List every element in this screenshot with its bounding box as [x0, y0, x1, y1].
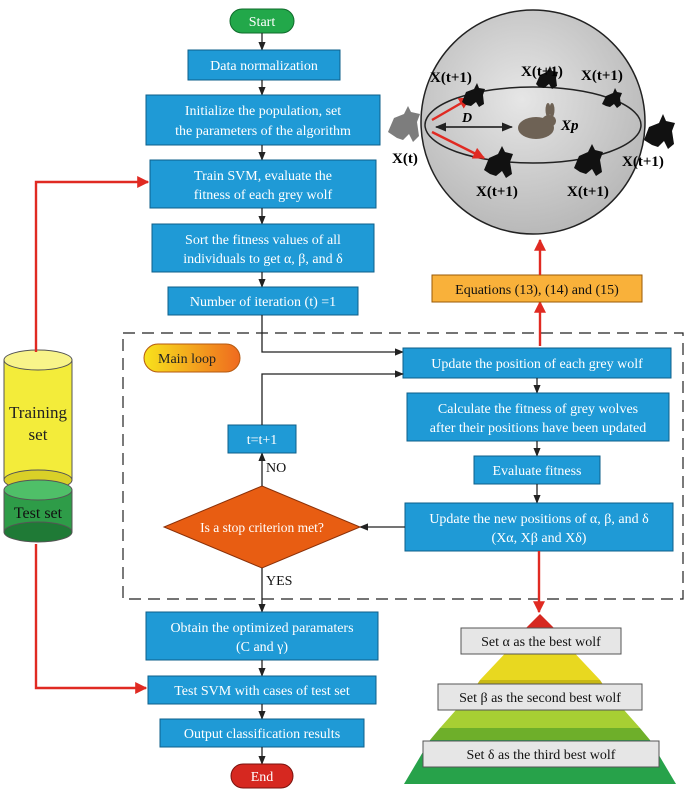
- wolf-current-icon: [388, 106, 420, 142]
- data-normalization-label: Data normalization: [210, 59, 318, 74]
- wolf-next-label-2: X(t+1): [521, 64, 563, 80]
- increment-box: t=t+1: [227, 424, 297, 454]
- update-position-box: Update the position of each grey wolf: [402, 347, 672, 379]
- pyramid-alpha-label: Set α as the best wolf: [481, 635, 601, 650]
- pyramid-delta-label: Set δ as the third best wolf: [467, 748, 616, 763]
- calculate-fitness-box: Calculate the fitness of grey wolves aft…: [406, 392, 670, 442]
- wolf-next-label-6: X(t+1): [622, 154, 664, 170]
- initialize-box: Initialize the population, set the param…: [145, 94, 381, 146]
- sort-line-2: individuals to get α, β, and δ: [183, 252, 343, 267]
- wolf-next-label-1: X(t+1): [430, 70, 472, 86]
- pyramid-alpha-label-box: Set α as the best wolf: [460, 627, 622, 655]
- calculate-line-2: after their positions have been updated: [430, 421, 647, 436]
- main-loop-label: Main loop: [158, 352, 216, 367]
- test-svm-label: Test SVM with cases of test set: [174, 684, 350, 699]
- wolf-next-icon-4: [484, 146, 513, 178]
- train-line-1: Train SVM, evaluate the: [194, 169, 332, 184]
- wolf-next-icon-2: [536, 66, 558, 89]
- stop-criterion-decision: Is a stop criterion met?: [162, 485, 362, 569]
- equations-label: Equations (13), (14) and (15): [455, 283, 619, 298]
- main-loop-tag: Main loop: [143, 343, 241, 373]
- update-position-label: Update the position of each grey wolf: [431, 357, 643, 372]
- evaluate-fitness-box: Evaluate fitness: [473, 455, 601, 485]
- obtain-line-1: Obtain the optimized paramaters: [170, 621, 353, 636]
- dataset-cylinder: Training set Test set: [3, 349, 73, 543]
- evaluate-label: Evaluate fitness: [492, 464, 581, 479]
- obtain-line-2: (C and γ): [236, 640, 288, 655]
- wolf-next-label-3: X(t+1): [581, 68, 623, 84]
- initialize-line-1: Initialize the population, set: [185, 104, 341, 119]
- data-normalization-box: Data normalization: [187, 49, 341, 81]
- pyramid-beta-label: Set β as the second best wolf: [459, 691, 621, 706]
- increment-label: t=t+1: [247, 433, 278, 448]
- decision-label: Is a stop criterion met?: [200, 520, 324, 535]
- prey-label: Xp: [560, 118, 579, 134]
- update-new-line-2: (Xα, Xβ and Xδ): [492, 531, 587, 546]
- training-arrow: [34, 176, 150, 352]
- pyramid-beta-label-box: Set β as the second best wolf: [437, 683, 643, 711]
- equations-box: Equations (13), (14) and (15): [431, 274, 643, 303]
- no-label: NO: [266, 461, 286, 476]
- initialize-line-2: the parameters of the algorithm: [175, 124, 351, 139]
- test-arrow: [34, 544, 148, 694]
- obtain-parameters-box: Obtain the optimized paramaters (C and γ…: [145, 611, 379, 661]
- wolf-next-icon-3: [602, 88, 622, 108]
- end-terminal: End: [230, 763, 294, 789]
- wolf-next-icon-1: [462, 83, 485, 107]
- iteration-label: Number of iteration (t) =1: [190, 295, 336, 310]
- wolf-hunting-sphere: Xp D: [420, 9, 646, 235]
- training-set-line-2: set: [29, 425, 48, 444]
- test-svm-box: Test SVM with cases of test set: [147, 675, 377, 705]
- wolf-next-icon-5: [574, 144, 603, 176]
- distance-label: D: [461, 111, 472, 126]
- training-set-line-1: Training: [9, 403, 67, 422]
- test-set-label: Test set: [14, 505, 63, 522]
- update-new-positions-box: Update the new positions of α, β, and δ …: [404, 502, 674, 552]
- iteration-box: Number of iteration (t) =1: [167, 286, 359, 316]
- main-loop-frame: [122, 332, 684, 600]
- start-terminal: Start: [229, 8, 295, 34]
- update-new-line-1: Update the new positions of α, β, and δ: [429, 512, 649, 527]
- output-results-box: Output classification results: [159, 718, 365, 748]
- end-label: End: [251, 770, 274, 785]
- wolf-next-label-5: X(t+1): [567, 184, 609, 200]
- sort-line-1: Sort the fitness values of all: [185, 233, 341, 248]
- wolf-next-icon-6: [644, 114, 675, 149]
- train-svm-box: Train SVM, evaluate the fitness of each …: [149, 159, 377, 209]
- pyramid-delta-label-box: Set δ as the third best wolf: [422, 740, 660, 768]
- wolf-current-label: X(t): [392, 151, 418, 167]
- start-label: Start: [249, 15, 276, 30]
- yes-label: YES: [266, 574, 292, 589]
- calculate-line-1: Calculate the fitness of grey wolves: [438, 402, 638, 417]
- rabbit-prey-icon: [518, 103, 556, 139]
- wolf-next-label-4: X(t+1): [476, 184, 518, 200]
- sort-fitness-box: Sort the fitness values of all individua…: [151, 223, 375, 273]
- train-line-2: fitness of each grey wolf: [194, 188, 333, 203]
- output-label: Output classification results: [184, 727, 340, 742]
